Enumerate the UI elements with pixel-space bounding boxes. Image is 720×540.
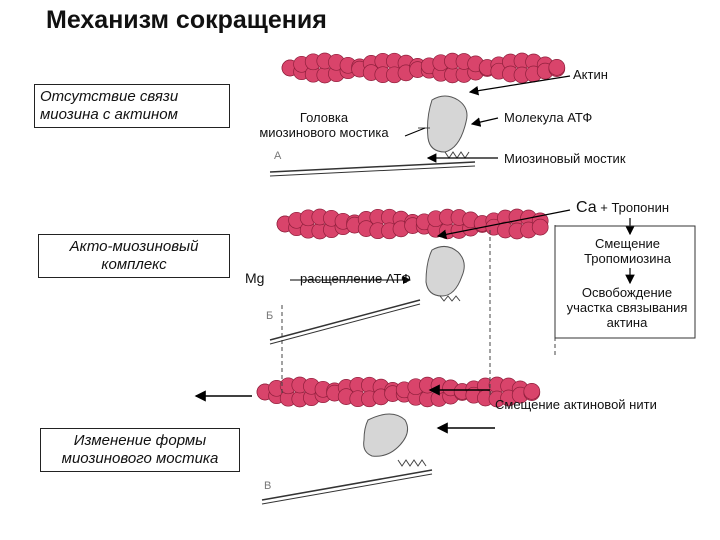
myosin-rod-c-edge bbox=[261, 473, 433, 505]
bridge-spring-c bbox=[397, 459, 427, 467]
actin-bead bbox=[531, 218, 549, 236]
bridge-spring-b bbox=[439, 295, 461, 302]
myosin-bridge-b bbox=[269, 246, 465, 345]
regulation-box bbox=[554, 225, 696, 339]
arrow-myosin-head bbox=[404, 127, 426, 137]
myosin-head-a bbox=[427, 95, 468, 153]
label-myosin-head: Головка миозинового мостика bbox=[259, 110, 389, 140]
myosin-head-c bbox=[363, 413, 409, 457]
label-atp-split: расщепление АТФ bbox=[300, 271, 411, 286]
box-acto-myosin: Акто-миозиновый комплекс bbox=[38, 234, 230, 278]
label-myosin-bridge: Миозиновый мостик bbox=[504, 151, 626, 166]
stage-letter-b: Б bbox=[266, 310, 274, 322]
stage-letter-c: В bbox=[264, 480, 272, 492]
label-atp-molecule: Молекула АТФ bbox=[504, 110, 593, 125]
label-ca-troponin: Са + Тропонин bbox=[576, 199, 670, 216]
box-shape-change: Изменение формы миозинового мостика bbox=[40, 428, 240, 472]
arrow-actin bbox=[468, 75, 571, 96]
arrow-atp-molecule bbox=[470, 117, 499, 127]
label-ca: Са bbox=[576, 199, 597, 216]
actin-filament-middle bbox=[276, 208, 549, 240]
myosin-bridge-a bbox=[269, 95, 476, 177]
myosin-rod-a bbox=[269, 161, 476, 173]
actin-filament-top bbox=[281, 52, 566, 84]
bridge-spring-a bbox=[444, 151, 470, 159]
stage-letter-a: А bbox=[274, 150, 282, 162]
actin-bead bbox=[523, 383, 541, 400]
myosin-head-b bbox=[425, 246, 465, 297]
arrow-ca-troponin bbox=[436, 209, 571, 240]
label-tropomyosin-shift: Смещение Тропомиозина bbox=[584, 236, 671, 266]
actin-filament-bottom bbox=[256, 376, 541, 408]
box-no-bond: Отсутствие связи миозина с актином bbox=[34, 84, 230, 128]
label-troponin: + Тропонин bbox=[600, 200, 670, 215]
label-actin-shift: Смещение актиновой нити bbox=[495, 397, 657, 412]
myosin-rod-c bbox=[261, 469, 433, 501]
myosin-rod-b-edge bbox=[269, 303, 421, 345]
myosin-bridge-c bbox=[261, 413, 433, 505]
myosin-rod-a-edge bbox=[269, 165, 476, 177]
myosin-rod-b bbox=[269, 299, 421, 341]
label-binding-site-release: Освобождение участка связывания актина bbox=[566, 285, 688, 330]
page-title: Механизм сокращения bbox=[46, 6, 327, 34]
label-actin: Актин bbox=[573, 67, 608, 82]
label-mg: Mg bbox=[245, 270, 265, 286]
actin-bead bbox=[548, 59, 566, 76]
